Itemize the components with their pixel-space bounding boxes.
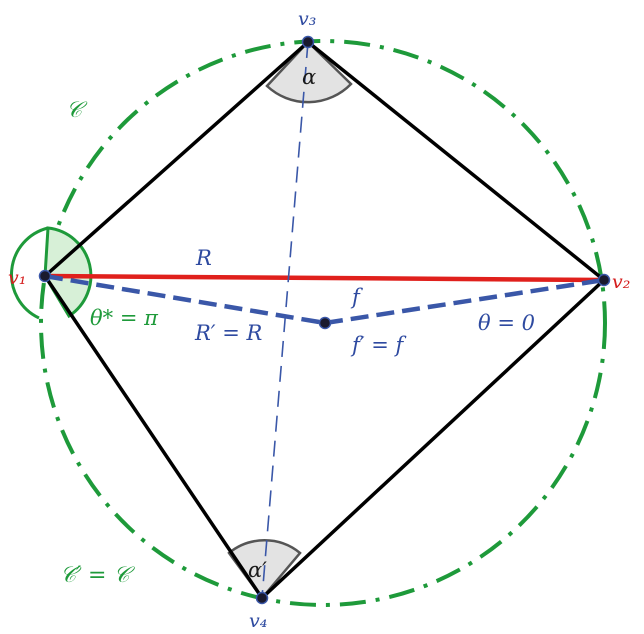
vertex-v1: [38, 269, 52, 283]
dashed-r-prime: [44, 273, 326, 326]
label-theta-star: θ* = π: [90, 306, 159, 330]
edge-v2-v4: [260, 278, 606, 600]
vertex-v2: [597, 273, 611, 287]
label-theta: θ = 0: [478, 311, 535, 335]
circle-c: [39, 39, 607, 607]
label-f: f: [350, 285, 363, 309]
vertex-v3: [301, 35, 315, 49]
angle-theta-star-arc-left: [10, 226, 49, 320]
label-alpha: α: [302, 65, 316, 89]
vertex-v4: [255, 591, 269, 605]
label-r-prime: R′ = R: [194, 321, 263, 345]
label-v3: v₃: [298, 8, 316, 30]
diagonal-v3-v4: [261, 41, 309, 599]
angle-alpha-wedge: [265, 40, 353, 104]
edge-v3-v2: [306, 40, 606, 282]
label-circle-c: 𝒞: [66, 98, 88, 123]
label-circle-c-prime: 𝒞′ = 𝒞: [60, 563, 135, 588]
quadrilateral: [43, 40, 606, 600]
point-f: [318, 316, 332, 330]
edge-v1-v3: [43, 40, 310, 278]
dashed-f-to-v2: [324, 277, 605, 326]
label-v4: v₄: [249, 610, 267, 632]
label-alpha-prime: α′: [248, 558, 267, 582]
label-r: R: [195, 246, 212, 270]
edge-v4-v1: [43, 275, 264, 599]
diagonal-r: [44, 273, 605, 283]
label-f-prime: f′ = f: [350, 333, 406, 357]
label-v2: v₂: [612, 271, 630, 293]
vertices: [38, 35, 611, 605]
label-v1: v₁: [8, 267, 26, 289]
